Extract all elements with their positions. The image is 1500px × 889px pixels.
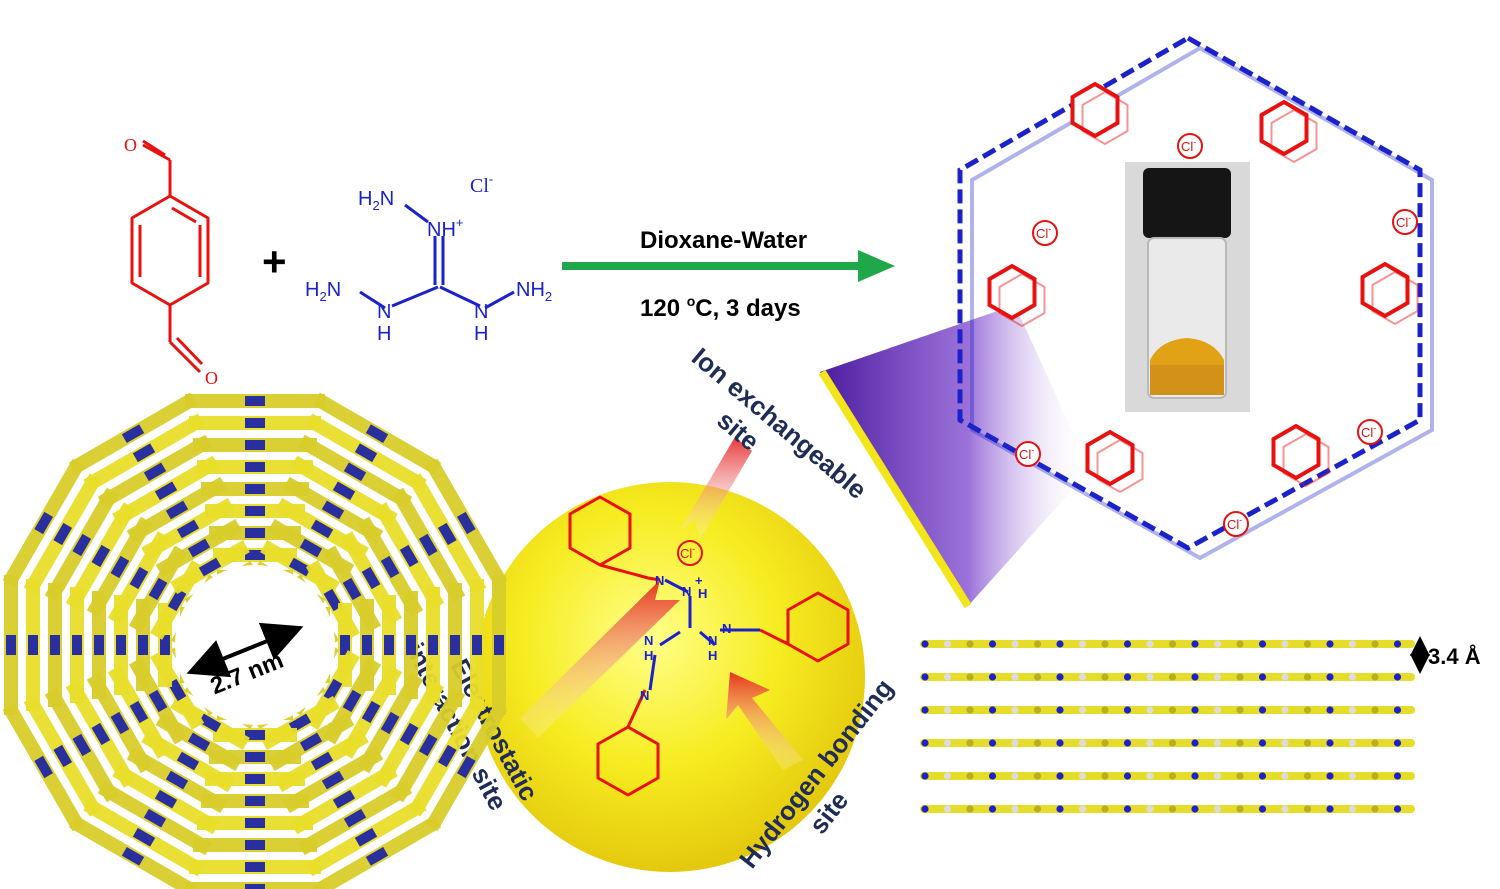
svg-text:H: H xyxy=(644,648,653,663)
zoom-chloride-circle xyxy=(677,540,703,566)
product-vial-photo xyxy=(1125,162,1250,412)
svg-text:Cl-: Cl- xyxy=(1181,137,1196,154)
hbond-arrow xyxy=(726,672,803,770)
svg-text:N: N xyxy=(640,688,649,703)
framework-chloride: Cl- xyxy=(1392,209,1418,235)
aldehyde-oxygen-bottom: O xyxy=(205,368,218,388)
zoom-chloride-label: Cl- xyxy=(680,544,695,561)
svg-text:NH2: NH2 xyxy=(516,279,552,304)
svg-text:H: H xyxy=(698,586,707,601)
framework-linker-ring xyxy=(1259,99,1318,164)
framework-linker-ring xyxy=(1271,423,1330,488)
electrostatic-arrow xyxy=(520,580,680,738)
magnification-beam xyxy=(820,305,1090,606)
svg-text:H: H xyxy=(708,648,717,663)
stacked-layer xyxy=(920,706,1415,714)
framework-hexagon: Cl- Cl- Cl- Cl- Cl- Cl- xyxy=(957,35,1434,561)
svg-text:Cl-: Cl- xyxy=(1396,213,1411,230)
pore-structure-model xyxy=(2,392,508,889)
terephthalaldehyde-structure: O O xyxy=(124,135,218,388)
plus-sign: + xyxy=(262,238,287,285)
framework-chloride: Cl- xyxy=(1357,419,1383,445)
stacked-layer xyxy=(920,805,1415,813)
svg-text:N: N xyxy=(644,633,653,648)
svg-text:Cl-: Cl- xyxy=(1019,445,1034,462)
svg-text:N: N xyxy=(377,301,391,323)
svg-text:+: + xyxy=(695,573,703,588)
beam-edge xyxy=(818,369,972,609)
pore-wall-segment xyxy=(185,706,325,889)
svg-text:Cl-: Cl- xyxy=(1227,515,1242,532)
conditions-label: 120 oC, 3 days xyxy=(640,293,801,322)
svg-text:Cl-: Cl- xyxy=(1361,423,1376,440)
svg-text:H2N: H2N xyxy=(358,188,394,213)
stacking-layers xyxy=(920,640,1415,813)
active-site-structure: N N H N N H N H N + xyxy=(568,495,850,797)
svg-text:NH+: NH+ xyxy=(427,215,463,241)
framework-linker-ring xyxy=(1360,261,1419,326)
svg-text:N: N xyxy=(682,584,691,599)
framework-chloride: Cl- xyxy=(1177,133,1203,159)
triaminoguanidinium-structure: H2N NH+ H2N NH2 N H N H Cl- xyxy=(305,171,552,345)
svg-text:H: H xyxy=(377,323,391,345)
stacked-layer xyxy=(920,640,1415,648)
stacked-layer xyxy=(920,739,1415,747)
solvent-label: Dioxane-Water xyxy=(640,227,807,254)
framework-linker-ring xyxy=(987,263,1046,328)
framework-linker-ring xyxy=(1085,429,1144,494)
framework-chloride: Cl- xyxy=(1015,441,1041,467)
svg-text:N: N xyxy=(474,301,488,323)
stacked-layer xyxy=(920,673,1415,681)
pore-wall-segment xyxy=(252,392,442,612)
framework-chloride: Cl- xyxy=(1223,511,1249,537)
reaction-arrow xyxy=(562,250,895,282)
framework-chloride: Cl- xyxy=(1032,220,1058,246)
aldehyde-oxygen-top: O xyxy=(124,135,137,155)
svg-text:H2N: H2N xyxy=(305,279,341,304)
svg-text:Cl-: Cl- xyxy=(1036,224,1051,241)
framework-linker-ring xyxy=(1070,81,1129,146)
ion-exchange-arrow xyxy=(680,437,752,540)
svg-text:H: H xyxy=(474,323,488,345)
svg-text:N: N xyxy=(708,633,717,648)
svg-text:N: N xyxy=(722,621,731,636)
layer-spacing-label: 3.4 Å xyxy=(1428,643,1481,669)
chloride-counterion: Cl- xyxy=(470,171,493,197)
stacked-layer xyxy=(920,772,1415,780)
active-site-sphere xyxy=(475,482,865,872)
